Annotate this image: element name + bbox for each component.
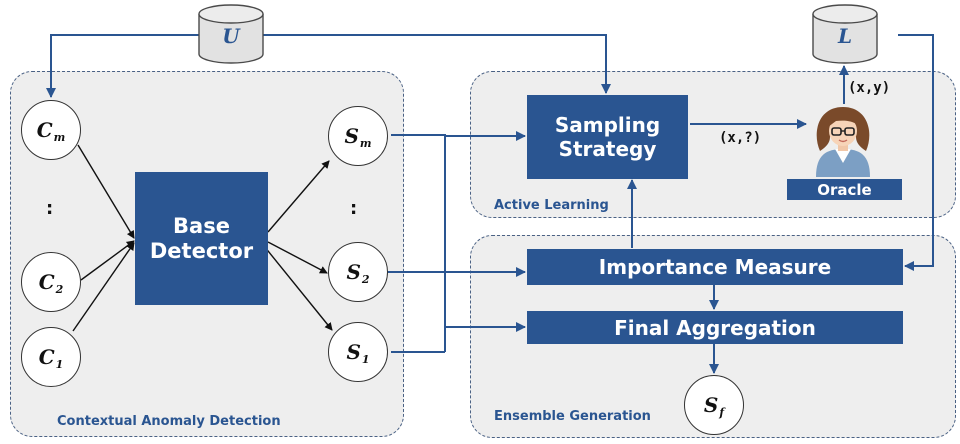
answer-label: (x,y) bbox=[848, 80, 891, 96]
score-node-s2-symbol: S bbox=[346, 260, 361, 284]
score-node-s1-symbol: S bbox=[346, 340, 361, 364]
score-node-sm-subscript: m bbox=[359, 136, 372, 150]
edge-l-to-importance bbox=[898, 34, 934, 271]
edge-sm-to-bus bbox=[391, 134, 446, 352]
context-ellipsis: : bbox=[46, 198, 54, 219]
oracle-label-box: Oracle bbox=[787, 179, 902, 200]
unlabeled-database-label: U bbox=[222, 24, 240, 48]
query-label: (x,?) bbox=[719, 130, 762, 146]
context-node-c1-subscript: 1 bbox=[55, 357, 64, 371]
importance-measure-box: Importance Measure bbox=[527, 249, 903, 285]
labeled-database-icon bbox=[812, 4, 878, 64]
score-node-sm-symbol: S bbox=[344, 124, 359, 148]
edge-c1-to-detector bbox=[72, 242, 135, 332]
edge-detector-to-sm bbox=[267, 160, 330, 233]
score-ellipsis: : bbox=[350, 198, 358, 219]
contextual-region-label: Contextual Anomaly Detection bbox=[57, 414, 281, 429]
active-learning-label: Active Learning bbox=[494, 198, 609, 213]
final-score-symbol: S bbox=[703, 393, 719, 417]
edge-detector-to-s2 bbox=[267, 241, 328, 274]
labeled-database-label: L bbox=[837, 24, 853, 48]
edge-u-to-cm bbox=[46, 34, 199, 98]
edge-detector-to-s1 bbox=[263, 245, 333, 331]
score-node-s2-subscript: 2 bbox=[361, 272, 370, 286]
ensemble-generation-label: Ensemble Generation bbox=[494, 409, 651, 424]
context-node-c2-symbol: C bbox=[38, 270, 55, 294]
final-aggregation-box: Final Aggregation bbox=[527, 311, 903, 344]
base-detector-box: Base Detector bbox=[135, 172, 268, 305]
unlabeled-database-icon bbox=[198, 4, 264, 64]
sampling-strategy-box: Sampling Strategy bbox=[527, 95, 688, 179]
context-node-c1-symbol: C bbox=[38, 345, 55, 369]
edge-cm-to-detector bbox=[77, 144, 135, 239]
oracle-person-icon bbox=[816, 107, 870, 177]
final-score-subscript: f bbox=[719, 405, 725, 419]
context-node-cm-subscript: m bbox=[53, 130, 66, 144]
score-node-s1-subscript: 1 bbox=[361, 352, 370, 366]
edge-u-to-sampling bbox=[263, 34, 611, 94]
context-node-c2-subscript: 2 bbox=[55, 282, 64, 296]
context-node-cm-symbol: C bbox=[36, 118, 53, 142]
edge-c2-to-detector bbox=[80, 240, 135, 281]
